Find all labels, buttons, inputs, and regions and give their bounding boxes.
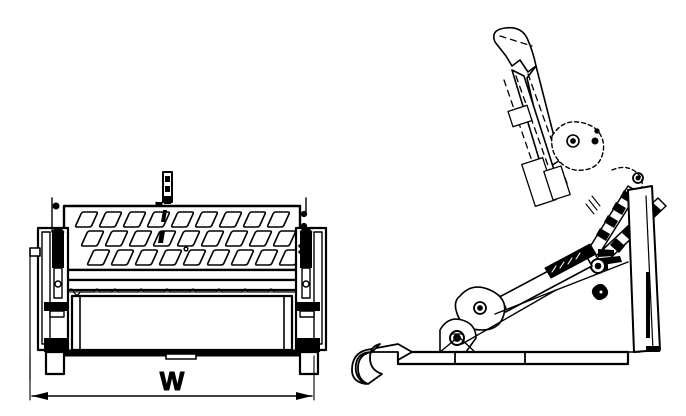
width-dimension	[29, 355, 315, 401]
scallop-tine-row	[63, 288, 301, 296]
side-view	[351, 26, 667, 385]
base-plate	[351, 337, 641, 385]
arrowhead-right	[296, 392, 312, 400]
arrowhead-left	[32, 392, 48, 400]
base-hook-tip	[351, 343, 413, 385]
width-dimension-label: W	[160, 366, 185, 396]
grate-fittings	[158, 210, 189, 252]
diagonal-cylinder-arm	[439, 243, 629, 353]
front-view: W	[29, 171, 328, 401]
mid-pivot-plate	[550, 121, 644, 193]
lower-body-panel	[70, 294, 294, 352]
bottom-center-tab	[165, 353, 197, 360]
right-mast-assembly	[294, 197, 328, 376]
vertical-mounting-post	[590, 185, 661, 353]
top-handle	[155, 171, 173, 209]
structural-bands	[62, 268, 302, 292]
